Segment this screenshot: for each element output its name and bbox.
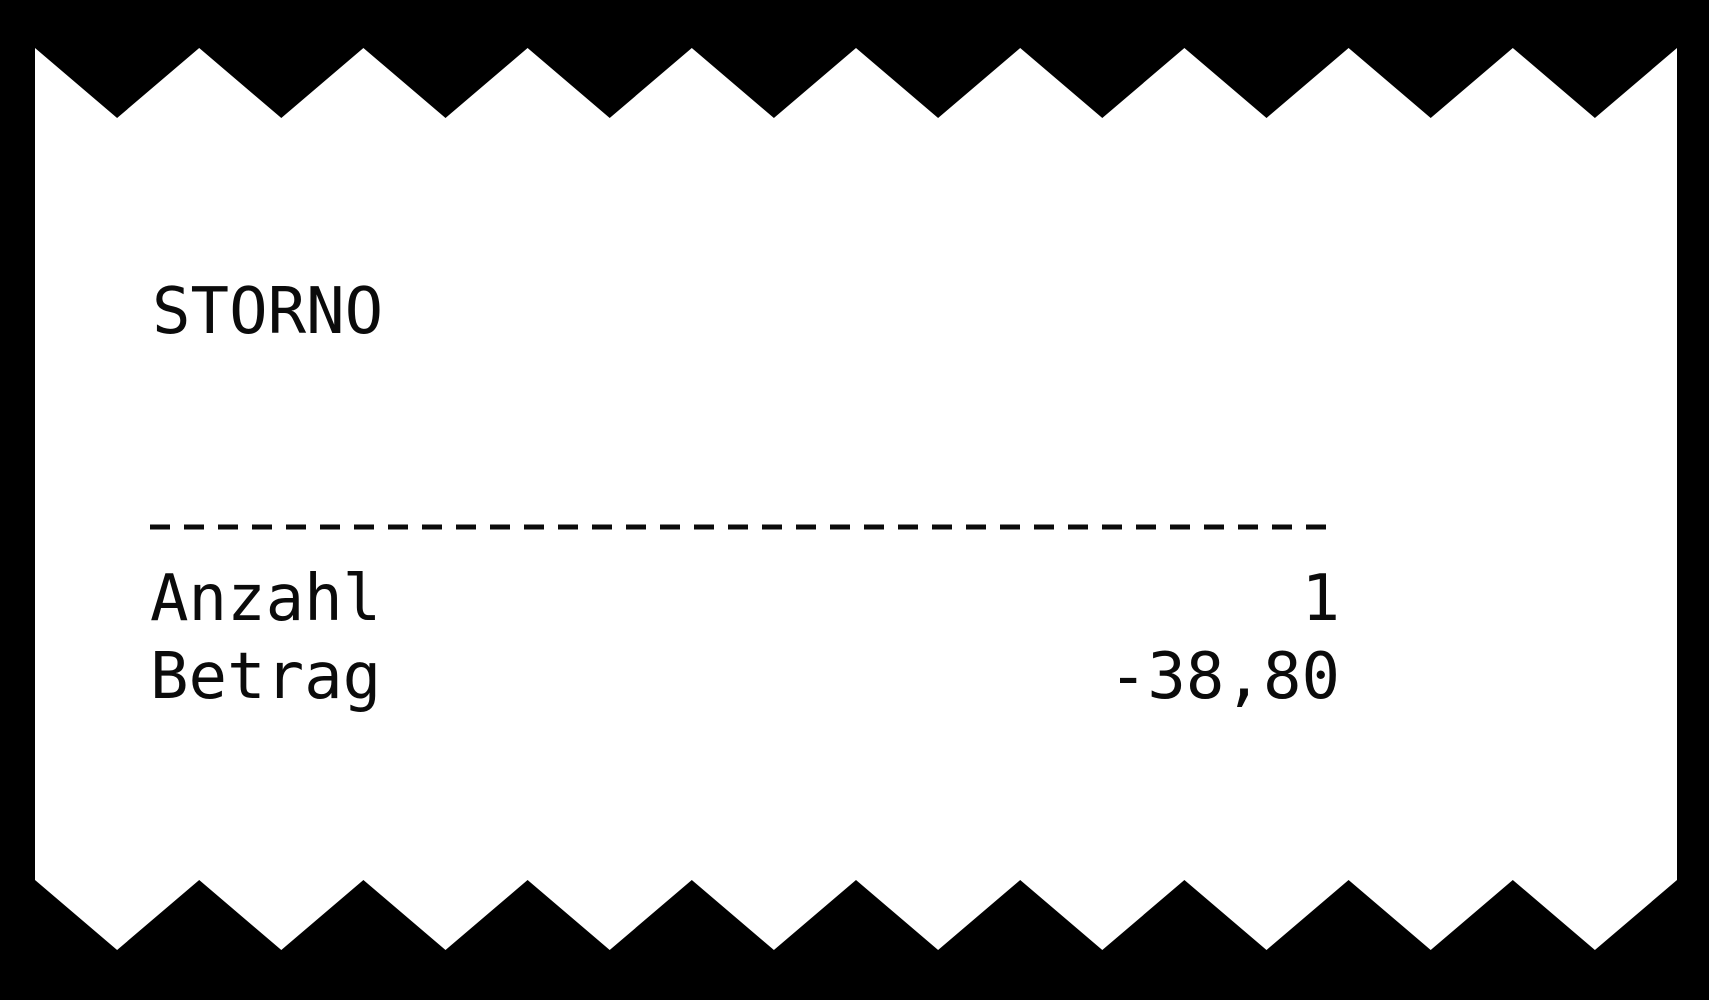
dashed-divider xyxy=(150,524,1338,530)
table-row: Betrag -38,80 xyxy=(150,638,1340,716)
receipt-title: STORNO xyxy=(152,275,384,349)
receipt-paper-shape xyxy=(35,48,1677,950)
receipt-line-items: Anzahl 1 Betrag -38,80 xyxy=(150,560,1340,716)
dashed-divider-line xyxy=(150,524,1338,530)
receipt-content: STORNO Anzahl 1 Betrag -38,80 xyxy=(35,48,1677,950)
row-label-betrag: Betrag xyxy=(150,640,382,714)
receipt-paper: STORNO Anzahl 1 Betrag -38,80 xyxy=(35,48,1677,950)
row-value-betrag: -38,80 xyxy=(1108,640,1340,714)
row-value-anzahl: 1 xyxy=(1301,562,1340,636)
row-label-anzahl: Anzahl xyxy=(150,562,382,636)
table-row: Anzahl 1 xyxy=(150,560,1340,638)
